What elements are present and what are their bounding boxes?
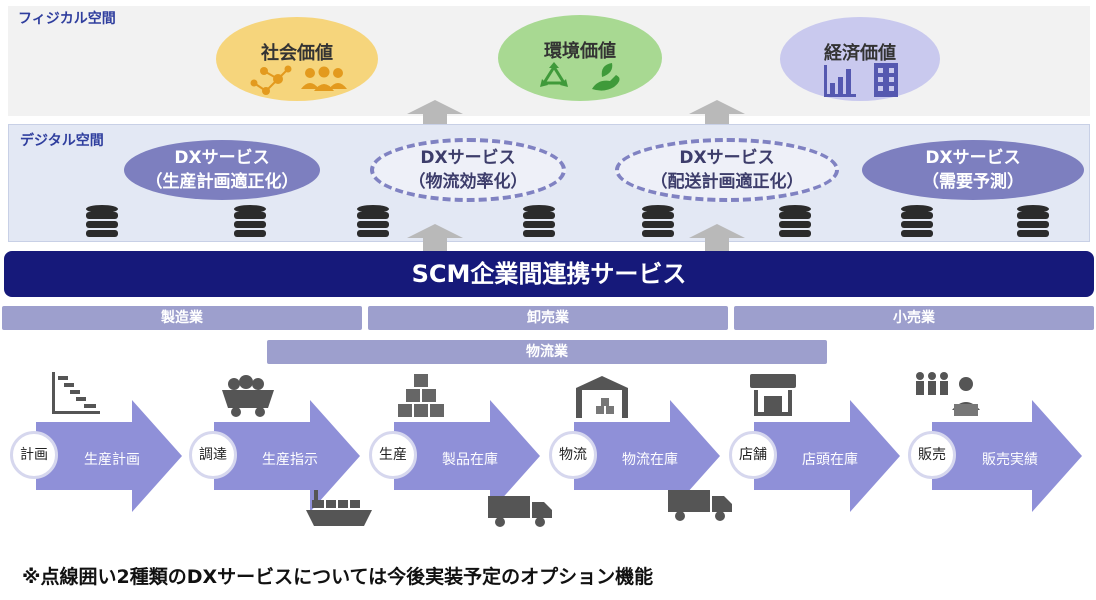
- step-circle-plan: 計画: [10, 431, 58, 479]
- process-arrow-6: [932, 400, 1082, 512]
- step-circle-store: 店舗: [729, 431, 777, 479]
- environmental-value-title: 環境価値: [544, 41, 616, 62]
- process-arrow-1: [36, 400, 182, 512]
- mine-cart-icon: [222, 375, 274, 417]
- environmental-value-ellipse: 環境価値: [498, 15, 662, 101]
- physical-space-label: フィジカル空間: [18, 11, 116, 27]
- industry-logistics: 物流業: [267, 340, 827, 364]
- database-icon: [779, 205, 811, 237]
- step-label-production-plan: 生産計画: [84, 452, 140, 468]
- database-icon: [1017, 205, 1049, 237]
- dx-service-title: DXサービス: [679, 148, 775, 168]
- industry-manufacturing: 製造業: [2, 306, 362, 330]
- footnote: ※点線囲い2種類のDXサービスについては今後実装予定のオプション機能: [22, 566, 654, 588]
- dx-service-title: DXサービス: [925, 148, 1021, 168]
- dx-service-title: DXサービス: [420, 148, 516, 168]
- store-icon: [750, 374, 796, 416]
- digital-space-label: デジタル空間: [20, 133, 104, 149]
- step-circle-sales: 販売: [908, 431, 956, 479]
- economic-value-ellipse: 経済価値: [780, 17, 940, 101]
- database-icon: [642, 205, 674, 237]
- dx-service-logistics-efficiency: DXサービス （物流効率化）: [370, 138, 566, 202]
- database-icon: [234, 205, 266, 237]
- cargo-ship-icon: [306, 490, 372, 526]
- gantt-chart-icon: [52, 372, 100, 414]
- up-arrow-2: [689, 100, 745, 128]
- process-arrow-3: [394, 400, 540, 512]
- social-value-title: 社会価値: [261, 43, 333, 64]
- economic-value-title: 経済価値: [824, 43, 896, 64]
- social-value-ellipse: 社会価値: [216, 17, 378, 101]
- dx-service-title: DXサービス: [174, 148, 270, 168]
- database-icon: [523, 205, 555, 237]
- truck-icon: [668, 490, 732, 521]
- process-arrow-5: [754, 400, 900, 512]
- truck-icon: [488, 496, 552, 527]
- customers-icon: [916, 372, 980, 416]
- database-icon: [86, 205, 118, 237]
- dx-service-production-planning: DXサービス （生産計画適正化）: [124, 140, 320, 200]
- up-arrow-3: [407, 224, 463, 252]
- step-label-store-inventory: 店頭在庫: [802, 452, 858, 468]
- warehouse-icon: [576, 376, 628, 418]
- process-arrow-4: [574, 400, 720, 512]
- process-arrow-2: [214, 400, 360, 512]
- step-label-production-order: 生産指示: [262, 452, 318, 468]
- industry-wholesale: 卸売業: [368, 306, 728, 330]
- up-arrow-4: [689, 224, 745, 252]
- network-people-icon: [250, 65, 347, 95]
- dx-service-delivery-planning: DXサービス （配送計画適正化）: [615, 138, 839, 202]
- step-circle-production: 生産: [369, 431, 417, 479]
- dx-service-subtitle: （生産計画適正化）: [145, 172, 299, 192]
- step-label-logistics-inventory: 物流在庫: [622, 452, 678, 468]
- dx-service-subtitle: （物流効率化）: [408, 172, 528, 192]
- database-icon: [357, 205, 389, 237]
- dx-service-subtitle: （配送計画適正化）: [650, 172, 804, 192]
- step-label-sales-results: 販売実績: [982, 452, 1038, 468]
- database-icon: [901, 205, 933, 237]
- step-circle-logistics: 物流: [549, 431, 597, 479]
- dx-service-demand-forecast: DXサービス （需要予測）: [862, 140, 1084, 200]
- step-label-product-inventory: 製品在庫: [442, 452, 498, 468]
- recycle-plant-icon: [540, 62, 620, 91]
- boxes-icon: [398, 374, 444, 417]
- dx-service-subtitle: （需要予測）: [922, 172, 1024, 192]
- up-arrow-1: [407, 100, 463, 128]
- scm-service-bar: SCM企業間連携サービス: [4, 251, 1094, 297]
- industry-retail: 小売業: [734, 306, 1094, 330]
- step-circle-procurement: 調達: [189, 431, 237, 479]
- chart-building-icon: [824, 63, 898, 97]
